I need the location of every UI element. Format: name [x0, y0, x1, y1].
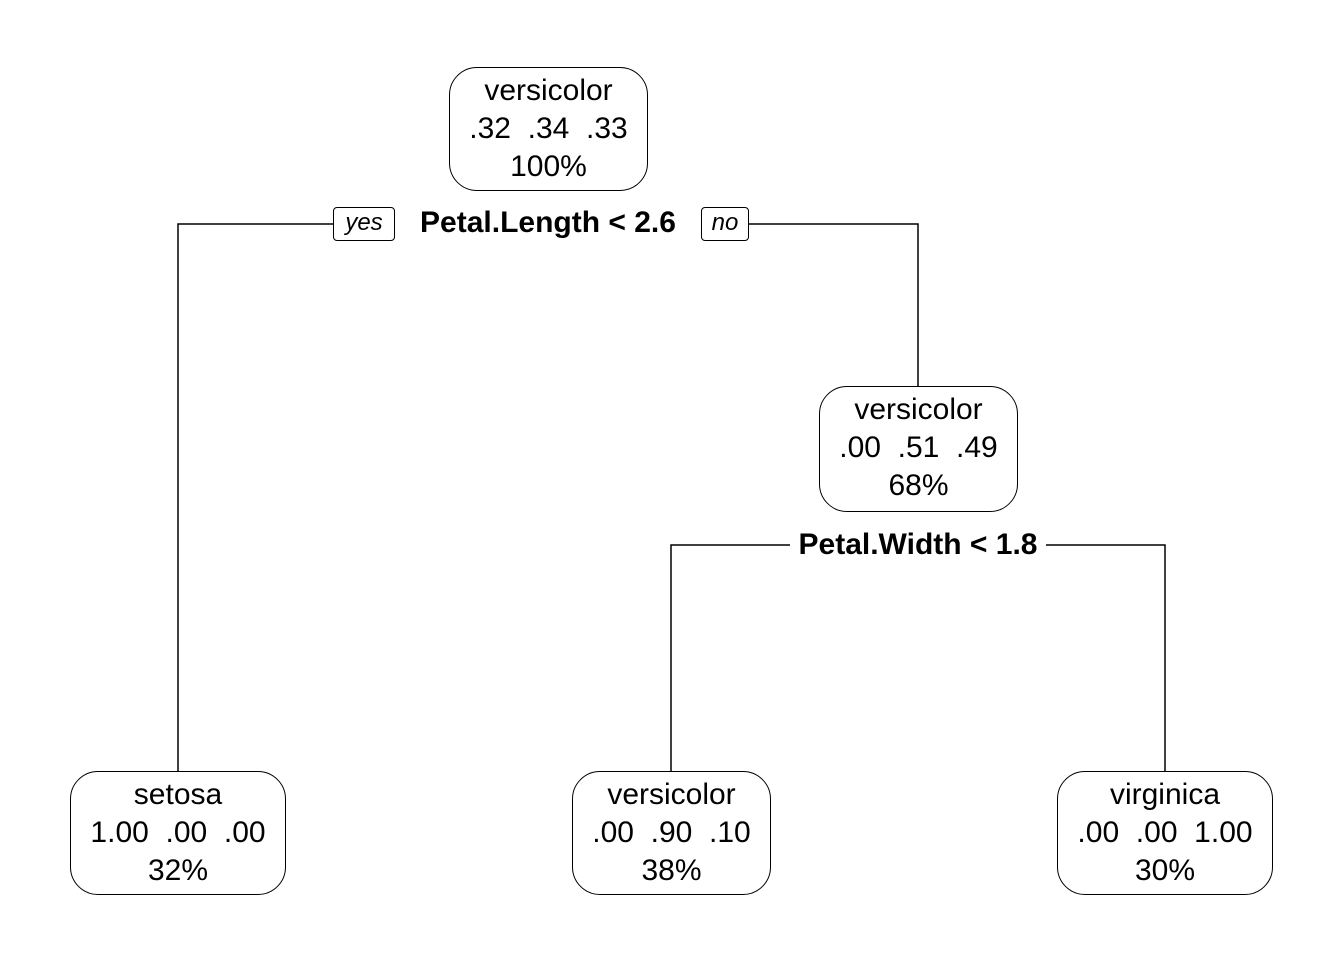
edge-root-right: [748, 223, 919, 386]
node-percentage: 68%: [888, 469, 949, 502]
right-split-condition: Petal.Width < 1.8: [794, 527, 1042, 563]
node-class-label: virginica: [1109, 778, 1221, 811]
root-node[interactable]: versicolor .32 .34 .33 100%: [449, 67, 648, 191]
node-percentage: 30%: [1134, 854, 1196, 887]
edge-mid-left: [670, 544, 790, 771]
node-class-label: setosa: [133, 778, 223, 811]
root-split-condition: Petal.Length < 2.6: [416, 205, 680, 241]
node-probabilities: .00 .51 .49: [839, 431, 998, 464]
node-class-label: versicolor: [854, 393, 983, 426]
edge-mid-right: [1046, 544, 1166, 771]
yes-branch-label: yes: [333, 207, 395, 241]
right-internal-node[interactable]: versicolor .00 .51 .49 68%: [819, 386, 1018, 512]
leaf-node-setosa[interactable]: setosa 1.00 .00 .00 32%: [70, 771, 286, 895]
node-probabilities: .32 .34 .33: [469, 112, 628, 145]
leaf-node-virginica[interactable]: virginica .00 .00 1.00 30%: [1057, 771, 1273, 895]
leaf-node-versicolor[interactable]: versicolor .00 .90 .10 38%: [572, 771, 771, 895]
node-probabilities: .00 .00 1.00: [1077, 816, 1253, 849]
node-class-label: versicolor: [484, 74, 613, 107]
node-percentage: 100%: [510, 150, 587, 183]
no-branch-label: no: [701, 207, 749, 241]
node-probabilities: 1.00 .00 .00: [90, 816, 266, 849]
edge-root-left: [177, 223, 334, 771]
node-percentage: 38%: [641, 854, 702, 887]
node-percentage: 32%: [147, 854, 209, 887]
node-probabilities: .00 .90 .10: [592, 816, 751, 849]
node-class-label: versicolor: [607, 778, 736, 811]
